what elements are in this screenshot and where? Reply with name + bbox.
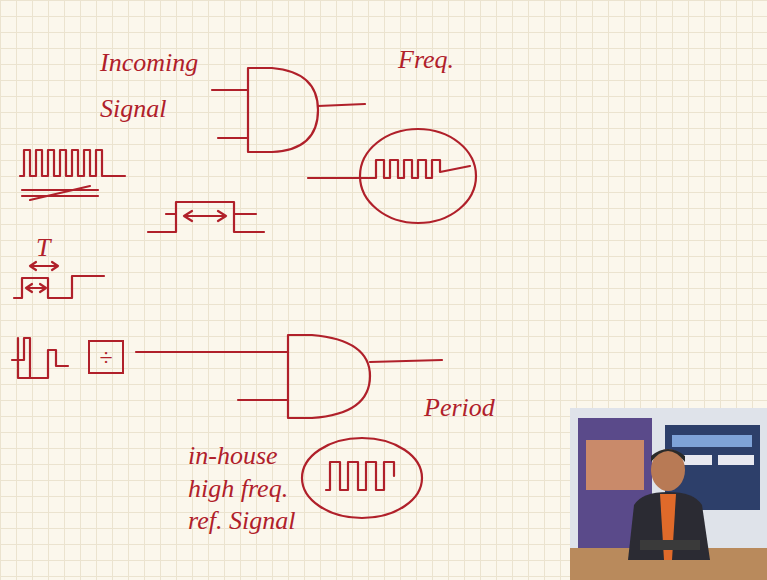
label-text: T <box>36 233 50 262</box>
node-text: ÷ <box>99 345 112 369</box>
period-pulse <box>14 276 104 298</box>
handwritten-label: Freq. <box>398 46 518 75</box>
zoom-circle <box>302 438 422 518</box>
input-pulses <box>12 338 68 378</box>
width-arrow <box>166 211 256 221</box>
handwritten-label: in-house high freq. ref. Signal <box>188 440 312 538</box>
period-arrow <box>26 284 46 292</box>
handwritten-label: T <box>36 234 76 263</box>
and-gate <box>288 335 370 418</box>
pulse-train <box>20 150 125 176</box>
period-arrow <box>30 262 58 270</box>
wire <box>212 89 248 91</box>
wire <box>370 360 442 362</box>
wire <box>318 104 365 106</box>
label-text: Freq. <box>398 45 454 74</box>
label-text: Incoming Signal <box>100 48 198 123</box>
wire <box>136 351 288 353</box>
gate-window <box>148 202 264 232</box>
label-text: Period <box>424 393 495 422</box>
underline-strike <box>22 186 98 200</box>
pulse-burst <box>308 160 470 178</box>
square-wave <box>326 462 394 490</box>
video-inset <box>570 408 767 580</box>
and-gate <box>248 68 318 152</box>
wire <box>218 137 248 139</box>
wire <box>238 399 288 401</box>
divider-box: ÷ <box>88 340 124 374</box>
handwritten-label: Period <box>424 394 544 423</box>
handwritten-label: Incoming Signal <box>100 40 235 131</box>
label-text: in-house high freq. ref. Signal <box>188 441 295 535</box>
